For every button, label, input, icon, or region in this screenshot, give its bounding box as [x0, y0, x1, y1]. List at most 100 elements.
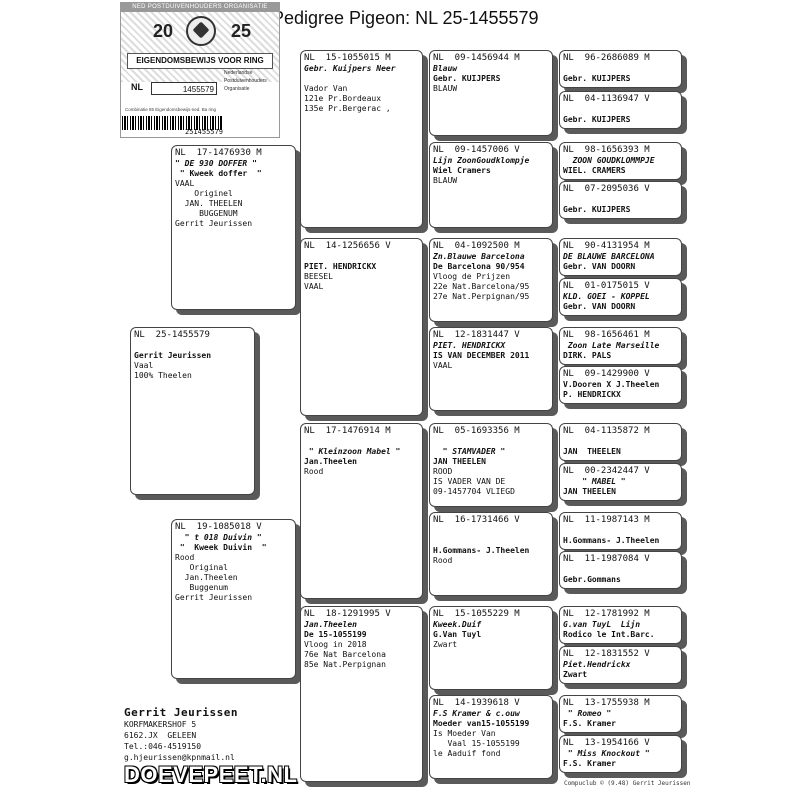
pigeon-info-line: " t 018 Duivin ": [175, 533, 262, 542]
pigeon-info-line: ZOON GOUDKLOMMPJE: [563, 156, 655, 165]
page-title: Pedigree Pigeon: NL 25-1455579: [272, 8, 539, 28]
pigeon-info-line: V.Dooren X J.Theelen: [563, 380, 660, 389]
pigeon-info-line: Zwart: [563, 670, 588, 679]
watermark: DOEVEPEET.NL: [124, 762, 298, 787]
pigeon-info-line: Originel: [175, 189, 233, 198]
pigeon-info-line: Gebr. KUIJPERS: [563, 205, 631, 214]
certificate-country: NL: [131, 82, 143, 92]
pigeon-info-line: VAAL: [304, 282, 324, 291]
pigeon-info-line: 100% Theelen: [134, 371, 192, 380]
ring-number: NL 15-1055015 M: [304, 53, 391, 63]
pigeon-info-line: IS VAN DECEMBER 2011: [433, 351, 530, 360]
ring-number: NL 09-1457006 V: [433, 145, 520, 155]
pigeon-info-line: " Kleinzoon Mabel ": [304, 447, 401, 456]
ring-number: NL 09-1456944 M: [433, 53, 520, 63]
pigeon-info-line: 121e Pr.Bordeaux: [304, 94, 382, 103]
pigeon-info-line: le Aaduif fond: [433, 749, 501, 758]
pigeon-card-ggp-5: NL 05-1693356 M " STAMVADER "JAN THEELEN…: [429, 423, 553, 507]
pigeon-info-line: H.Gommans- J.Theelen: [563, 536, 660, 545]
pigeon-info-line: " Kweek doffer ": [175, 169, 262, 178]
ring-number: NL 96-2686089 M: [563, 53, 650, 63]
ring-number: NL 12-1831447 V: [433, 330, 520, 340]
pigeon-info-line: JAN THEELEN: [433, 457, 486, 466]
pigeon-info-line: [563, 437, 678, 447]
breeder-city: 6162.JX GELEEN: [124, 731, 197, 740]
pigeon-info-line: De Barcelona 90/954: [433, 262, 525, 271]
pigeon-info-line: " STAMVADER ": [433, 447, 506, 456]
pigeon-info-line: F.S Kramer & c.ouw: [433, 709, 520, 718]
pigeon-card-sire: NL 17-1476930 M" DE 930 DOFFER " " Kweek…: [171, 145, 296, 310]
pigeon-info-line: Moeder van15-1055199: [433, 719, 530, 728]
pigeon-info-line: JAN. THEELEN: [175, 199, 243, 208]
ring-number: NL 18-1291995 V: [304, 609, 391, 619]
ring-number: NL 11-1987143 M: [563, 515, 650, 525]
certificate-small-text: Combinatie 85 Eigendomsbewijs-ned. Ba ri…: [125, 107, 217, 112]
pigeon-info-line: G.Van Tuyl: [433, 630, 482, 639]
pigeon-info-line: DIRK. PALS: [563, 351, 612, 360]
pigeon-info-line: Gerrit Jeurissen: [134, 351, 212, 360]
ring-number: NL 16-1731466 V: [433, 515, 520, 525]
pigeon-info-line: Blauw: [433, 64, 458, 73]
pigeon-card-gggp-11: NL 11-1987143 M H.Gommans- J.Theelen: [559, 512, 682, 550]
breeder-email: g.hjeurissen@kpnmail.nl: [124, 753, 235, 762]
ring-number: NL 01-0175015 V: [563, 281, 650, 291]
certificate-side-labels: Nederlandse Postduivenhouders Organisati…: [224, 69, 267, 93]
ring-number: NL 04-1135872 M: [563, 426, 650, 436]
pigeon-info-line: Vloog de Prijzen: [433, 272, 511, 281]
breeder-name: Gerrit Jeurissen: [124, 706, 238, 719]
pigeon-info-line: [433, 536, 549, 546]
pigeon-info-line: IS VADER VAN DE: [433, 477, 506, 486]
pigeon-info-line: Is Moeder Van: [433, 729, 496, 738]
side-label: Organisatie: [224, 86, 250, 92]
side-label: Postduivenhouders: [224, 78, 267, 84]
pigeon-info-line: [563, 565, 678, 575]
pigeon-info-line: 27e Nat.Perpignan/95: [433, 292, 530, 301]
pigeon-info-line: Gebr. KUIJPERS: [563, 115, 631, 124]
pigeon-info-line: Rood: [304, 467, 324, 476]
ring-number: NL 14-1256656 V: [304, 241, 391, 251]
pigeon-info-line: ROOD: [433, 467, 453, 476]
pigeon-info-line: [563, 64, 678, 74]
ring-number: NL 07-2095036 V: [563, 184, 650, 194]
pigeon-info-line: 135e Pr.Bergerac ,: [304, 104, 391, 113]
pigeon-info-line: Vaal: [134, 361, 154, 370]
pigeon-info-line: BLAUW: [433, 176, 458, 185]
pigeon-info-line: Zwart: [433, 640, 458, 649]
pigeon-info-line: Rood: [175, 553, 195, 562]
pigeon-card-grandsire-maternal: NL 17-1476914 M " Kleinzoon Mabel "Jan.T…: [300, 423, 423, 599]
ring-number: NL 13-1954166 V: [563, 738, 650, 748]
pigeon-info-line: JAN THEELEN: [563, 487, 616, 496]
pigeon-info-line: Rodico le Int.Barc.: [563, 630, 655, 639]
pigeon-info-line: [433, 526, 549, 536]
ownership-certificate: NED POSTDUIVENHOUDERS ORGANISATIE 20 25 …: [120, 2, 280, 138]
pigeon-info-line: Gebr.Gommans: [563, 575, 621, 584]
pigeon-card-dam: NL 19-1085018 V " t 018 Duivin " " Kweek…: [171, 519, 296, 679]
pigeon-info-line: Vaal 15-1055199: [433, 739, 520, 748]
certificate-year-right: 25: [231, 21, 252, 41]
footer-credit: Compuclub © (9.48) Gerrit Jeurissen: [564, 780, 691, 787]
pigeon-info-line: PIET. HENDRICKX: [304, 262, 377, 271]
pigeon-info-line: 22e Nat.Barcelona/95: [433, 282, 530, 291]
pigeon-info-line: Gebr. VAN DOORN: [563, 262, 636, 271]
ring-number: NL 25-1455579: [134, 330, 210, 340]
pigeon-info-line: Gerrit Jeurissen: [175, 593, 253, 602]
pigeon-info-line: WIEL. CRAMERS: [563, 166, 626, 175]
ring-number: NL 98-1656393 M: [563, 145, 650, 155]
pigeon-info-line: Jan.Theelen: [175, 573, 238, 582]
certificate-ring: 1455579: [151, 82, 217, 95]
pigeon-info-line: H.Gommans- J.Theelen: [433, 546, 530, 555]
pigeon-info-line: [304, 74, 419, 84]
